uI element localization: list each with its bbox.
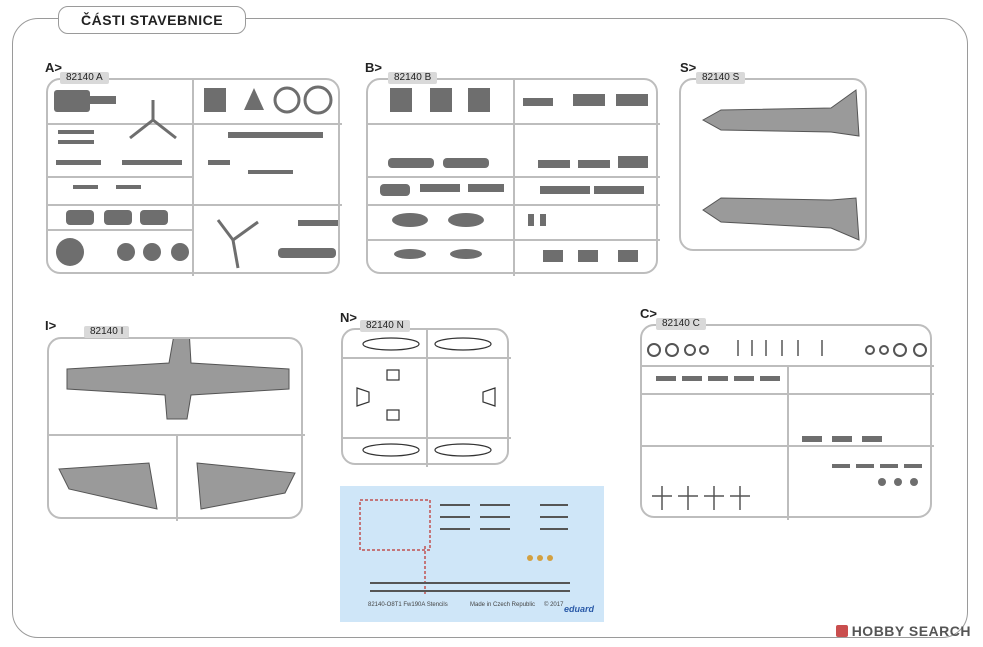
section-a-label: A> [45,60,62,75]
sprue-s [679,78,867,251]
watermark-text: HOBBY SEARCH [851,623,971,639]
section-c-label: C> [640,306,657,321]
sprue-i-label: 82140 I [84,326,130,338]
decal-brand: eduard [563,604,594,614]
sprue-c [640,324,934,520]
sprue-a-parts [48,80,342,276]
sprue-s-label: 82140 S [696,72,746,84]
sprue-n [341,328,511,467]
sprue-n-label: 82140 N [360,320,410,332]
decal-markings [359,499,570,596]
sprue-c-label: 82140 C [656,318,706,330]
watermark: HOBBY SEARCH [835,623,971,639]
sprue-a [46,78,342,276]
section-s-label: S> [680,60,697,75]
section-b-label: B> [365,60,382,75]
page-title: ČÁSTI STAVEBNICE [58,6,247,34]
decal-code: 82140-O8T1 Fw190A Stencils [368,602,448,608]
kit-parts-frame [12,18,968,638]
decal-made-in: Made in Czech Republic [470,602,536,608]
sprue-b-parts [368,80,660,276]
sprue-a-label: 82140 A [60,72,109,84]
decal-sheet: 82140-O8T1 Fw190A Stencils Made in Czech… [340,486,604,622]
sprue-b-label: 82140 B [388,72,438,84]
sprue-n-parts [343,330,511,467]
sprue-b [366,78,660,276]
section-n-label: N> [340,310,357,325]
sprue-c-parts [642,340,934,520]
section-i-label: I> [45,318,57,333]
sprue-i-parts [49,339,305,521]
decal-copyright: © 2017 [544,602,564,608]
hobby-search-logo-icon [835,625,848,637]
sprue-s-parts [701,89,860,241]
sprue-i [47,337,305,521]
